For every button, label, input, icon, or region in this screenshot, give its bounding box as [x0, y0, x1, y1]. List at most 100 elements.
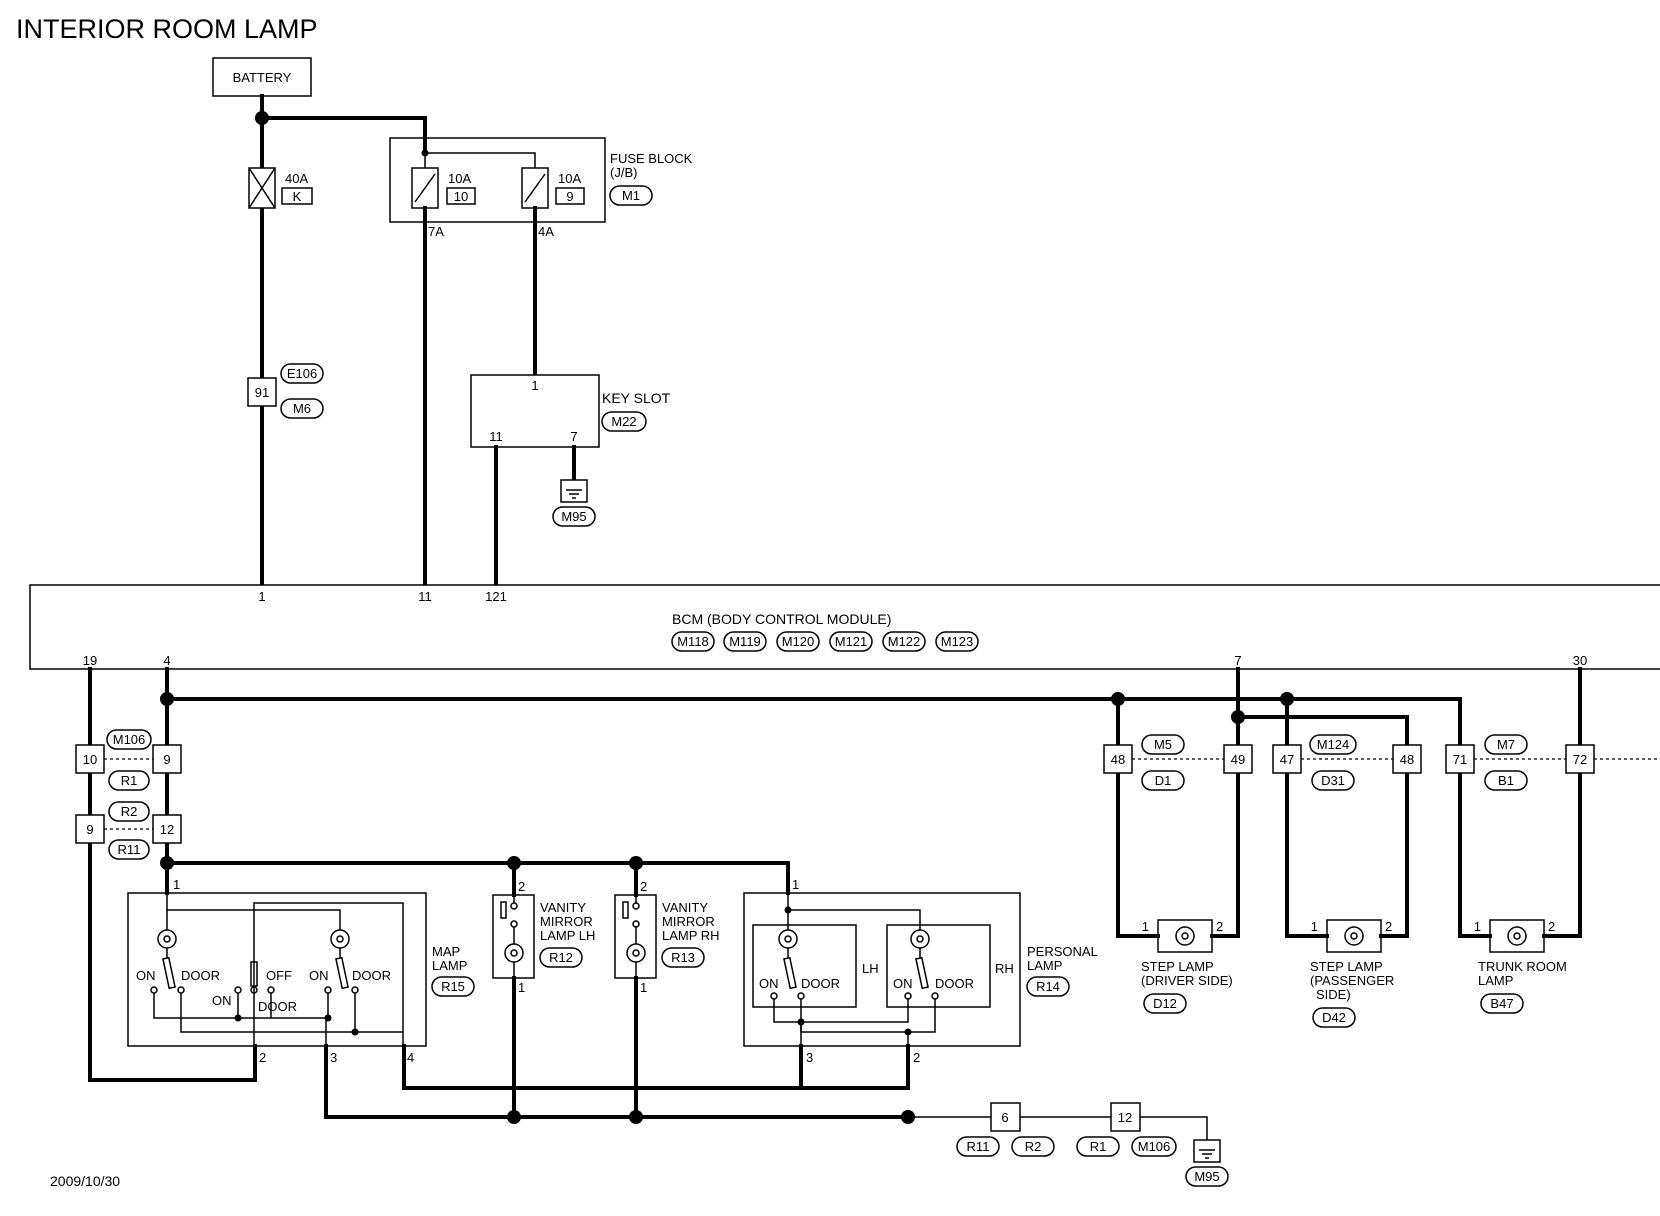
personal-lamp-on-r: ON	[893, 976, 913, 991]
bcm-box	[29, 584, 1660, 670]
ground-connector-pill	[956, 1136, 1000, 1157]
bcm-pin7-branch	[1236, 715, 1409, 938]
fuse-a-pin: 7A	[428, 224, 444, 239]
vanity-lh-contact	[510, 920, 518, 928]
map-lamp-pin-4: 4	[407, 1050, 414, 1065]
map-lamp-right-bulb	[330, 929, 350, 949]
fuse-b-rating: 10A	[558, 171, 581, 186]
vanity-rh-label-1: VANITY	[662, 900, 708, 915]
joint-m124-top: M124	[1317, 737, 1350, 752]
ground-m95-pill	[1185, 1166, 1229, 1187]
joint-left-lower-r	[152, 814, 182, 844]
personal-lamp-rh-bulb-inner	[916, 935, 924, 943]
ground-connector-pill	[1076, 1136, 1120, 1157]
map-lamp-left-switch	[162, 956, 176, 990]
map-lamp-door-right: DOOR	[352, 968, 391, 983]
joint-left-upper-bottom: R1	[121, 773, 138, 788]
bcm-connector: M122	[888, 634, 921, 649]
step-lamp-passenger-connector-pill	[1312, 1007, 1356, 1028]
key-slot-box	[470, 374, 600, 448]
fuse-40a-symbol	[248, 167, 276, 209]
splice-vanity-lh-ground	[507, 1110, 521, 1124]
joint-m5-bottom-pill	[1141, 770, 1185, 791]
ground-m95-lines	[1199, 1149, 1215, 1159]
step-lamp-passenger-box	[1326, 919, 1382, 953]
map-lamp-contact	[267, 986, 275, 994]
step-lamp-passenger-pin-1: 1	[1311, 919, 1318, 934]
lamp-feed-bus	[165, 861, 790, 895]
map-lamp-connector: R15	[441, 979, 465, 994]
personal-lamp-rh-box	[886, 924, 991, 1008]
diagram-date: 2009/10/30	[50, 1173, 120, 1189]
fuse-10a-a-symbol	[414, 173, 436, 203]
step-lamp-driver-box	[1157, 919, 1213, 953]
step-lamp-driver-pin-2: 2	[1216, 919, 1223, 934]
page-title: INTERIOR ROOM LAMP	[16, 14, 318, 44]
vanity-lh-bulb-inner	[510, 949, 518, 957]
joint-left-upper-l	[75, 744, 105, 774]
joint-left-upper-l-pin: 10	[83, 752, 97, 767]
fuse-a-id-box	[446, 187, 476, 205]
personal-lamp-on-wire	[773, 999, 909, 1023]
vanity-lh-pin-bottom: 1	[518, 980, 525, 995]
ground-connector-pill	[1131, 1136, 1177, 1157]
step-lamp-passenger-bulb	[1344, 926, 1364, 946]
map-lamp-off: OFF	[266, 968, 292, 983]
joint-m124-bottom: D31	[1321, 773, 1345, 788]
fuse-block-jb: (J/B)	[610, 165, 637, 180]
bcm-pin4-bus	[165, 697, 1462, 761]
bcm-connector-pill	[723, 631, 767, 652]
personal-lamp-pin-3: 3	[806, 1050, 813, 1065]
personal-lamp-contact	[904, 992, 912, 1000]
map-lamp-contact	[351, 986, 359, 994]
bcm-connector: M118	[677, 634, 709, 649]
personal-lamp-contact	[770, 992, 778, 1000]
bcm-connector-pill	[671, 631, 715, 652]
fuse-40a-rating: 40A	[285, 171, 308, 186]
personal-lamp-connector: R14	[1036, 979, 1060, 994]
map-lamp-on-wire	[153, 993, 329, 1019]
vanity-lh-label-3: LAMP LH	[540, 928, 595, 943]
step-lamp-driver-label: STEP LAMP	[1141, 959, 1214, 974]
map-lamp-on-right: ON	[309, 968, 329, 983]
map-lamp-contact	[324, 986, 332, 994]
ground-connector: M106	[1138, 1139, 1171, 1154]
step-passenger-feed	[1285, 697, 1329, 938]
vanity-rh-connector: R13	[671, 950, 695, 965]
bcm-pin19-wire	[88, 667, 257, 1082]
joint-left-lower-top-pill	[108, 801, 150, 822]
step-lamp-passenger-label-2: (PASSENGER	[1310, 973, 1394, 988]
ground-keyslot-pill	[552, 506, 596, 527]
joint-left-lower-r-pin: 12	[160, 822, 174, 837]
map-lamp-door-mid: DOOR	[258, 999, 297, 1014]
step-lamp-passenger-pin-2: 2	[1385, 919, 1392, 934]
joint-91-top-pill	[280, 363, 324, 384]
step-driver-feed	[1116, 697, 1160, 938]
bcm-label: BCM (BODY CONTROL MODULE)	[672, 611, 891, 627]
fuse-block-box	[389, 137, 606, 223]
fuse-block-connector-pill	[609, 185, 653, 206]
joint-m7-top: M7	[1497, 737, 1515, 752]
step-lamp-driver-connector-pill	[1143, 993, 1187, 1014]
joint-m7-left-pin: 71	[1453, 752, 1467, 767]
vanity-rh-bulb-inner	[632, 949, 640, 957]
splice-pin7	[1231, 710, 1245, 724]
battery-box	[212, 57, 312, 97]
personal-lamp-door-r: DOOR	[935, 976, 974, 991]
bcm-connector-pill	[776, 631, 820, 652]
vanity-rh-label-3: LAMP RH	[662, 928, 720, 943]
joint-left-upper-bottom-pill	[108, 770, 150, 791]
map-lamp-label-2: LAMP	[432, 958, 467, 973]
fuse-a-rating: 10A	[448, 171, 471, 186]
map-lamp-right-switch	[335, 956, 349, 990]
ground-bus-upper	[402, 1044, 910, 1090]
step-lamp-passenger-label-3: SIDE)	[1316, 987, 1351, 1002]
battery-label: BATTERY	[233, 70, 292, 85]
joint-left-lower-bottom: R11	[118, 842, 141, 857]
splice-pin4	[160, 692, 174, 706]
map-lamp-label: MAP	[432, 944, 460, 959]
battery-fuseblock-wire	[260, 116, 427, 151]
step-lamp-passenger-connector: D42	[1322, 1010, 1346, 1025]
ground-connector: R11	[967, 1139, 990, 1154]
